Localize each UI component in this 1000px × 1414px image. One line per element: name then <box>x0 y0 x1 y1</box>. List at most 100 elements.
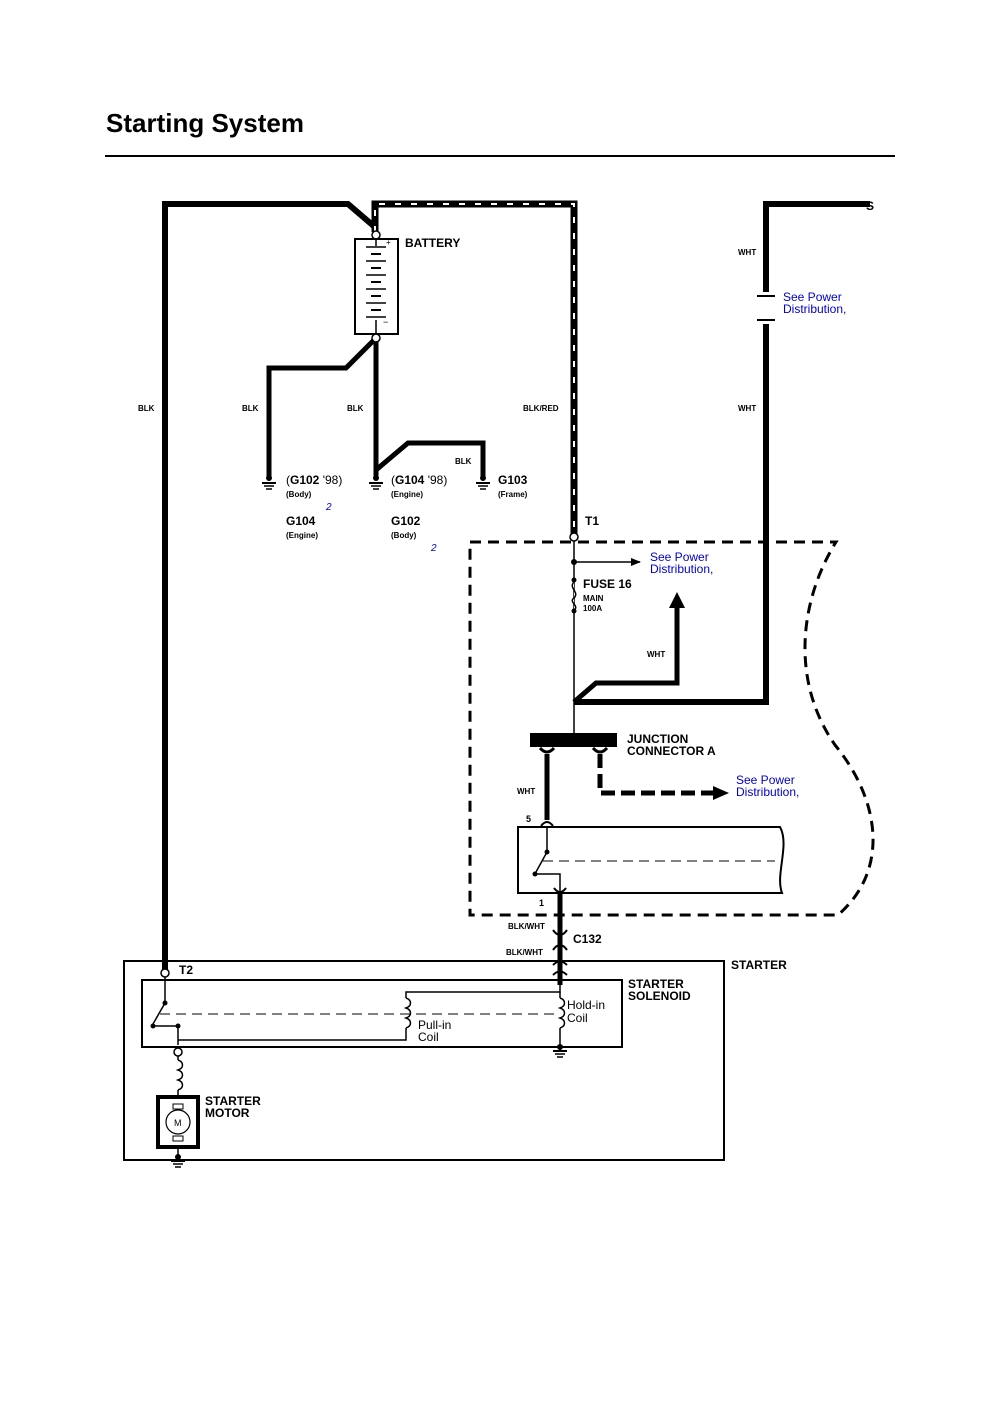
terminal-t1-label: T1 <box>585 514 599 528</box>
ground-g102-symbol <box>262 475 276 490</box>
c132-pin-bottom <box>552 944 568 951</box>
ground-sub-label: (Body) <box>391 531 417 540</box>
solenoid-contact-blade <box>152 1002 166 1025</box>
link-see-power-distribution[interactable]: See Power <box>736 773 795 787</box>
ref-mark: 2 <box>430 543 437 554</box>
wire-label: WHT <box>738 248 756 257</box>
solenoid-label: SOLENOID <box>628 989 691 1003</box>
wire-label: BLK <box>138 404 155 413</box>
ground-sub-label: (Frame) <box>498 490 528 499</box>
ground-g103-symbol <box>476 475 490 490</box>
battery-cells <box>366 239 386 334</box>
wire-blk-g103 <box>374 440 486 478</box>
terminal-t2-node <box>160 968 170 978</box>
wire-junction-right <box>597 754 716 796</box>
pull-in-coil <box>403 997 412 1029</box>
link-see-power-distribution[interactable]: See Power <box>783 290 842 304</box>
junction-pin-right <box>591 746 609 754</box>
solenoid-wire <box>178 1028 407 1041</box>
link-see-power-distribution[interactable]: See Power <box>650 550 709 564</box>
cut-mark: S <box>866 199 874 213</box>
battery-minus-sign: − <box>383 317 388 327</box>
ground-label-g104: G104 <box>286 514 316 528</box>
wire-blk-left <box>162 201 378 972</box>
motor-symbol: M <box>174 1118 182 1128</box>
wire-label: WHT <box>738 404 756 413</box>
battery-plus-terminal <box>371 230 381 240</box>
solenoid-label: STARTER <box>628 977 684 991</box>
fuse-node-bottom <box>571 608 577 614</box>
junction-pin-left <box>538 746 556 754</box>
ground-sub-label: (Engine) <box>391 490 423 499</box>
page-title: Starting System <box>106 108 304 138</box>
relay-pin-1 <box>553 887 567 893</box>
starter-motor-label: STARTER <box>205 1094 261 1108</box>
wire-wht-right <box>763 201 870 292</box>
battery-plus-sign: + <box>386 238 391 247</box>
ground-g104-symbol <box>369 475 383 490</box>
starter-label: STARTER <box>731 958 787 972</box>
ref-mark: 2 <box>325 502 332 513</box>
solenoid-outline <box>141 979 623 1048</box>
arrow-right-junction <box>713 786 729 800</box>
motor-brush <box>172 1135 184 1142</box>
terminal-t1-node <box>569 532 579 542</box>
pin-5-label: 5 <box>526 814 531 824</box>
starter-outline <box>123 960 725 1161</box>
junction-label: CONNECTOR A <box>627 744 716 758</box>
connector-c132-label: C132 <box>573 932 602 946</box>
wire-blk-g102 <box>266 336 378 478</box>
wire-label: BLK/RED <box>523 404 559 413</box>
relay-switch-blade <box>535 851 548 873</box>
motor-field-coil <box>175 1059 184 1091</box>
motor-node <box>173 1047 183 1057</box>
wire-label: WHT <box>517 787 535 796</box>
wire-label: BLK/WHT <box>508 922 545 931</box>
battery-minus-terminal <box>371 333 381 343</box>
c132-pin-top <box>552 929 568 936</box>
wire-blk-red <box>371 200 578 536</box>
fuse-rating: MAIN <box>583 594 604 603</box>
pull-in-coil-label: Coil <box>418 1030 439 1044</box>
battery-label: BATTERY <box>405 236 460 250</box>
wire-label: BLK <box>455 457 472 466</box>
solenoid-wire <box>405 985 561 998</box>
relay-pin-5 <box>540 821 554 827</box>
motor-armature <box>165 1109 191 1135</box>
ground-sub-label: (Body) <box>286 490 312 499</box>
hold-in-coil <box>557 997 566 1029</box>
ground-symbol <box>553 1047 567 1058</box>
ground-label-g104-98: (G104 '98) <box>391 473 447 487</box>
hold-in-coil-label: Hold-in <box>567 998 605 1012</box>
link-see-power-distribution[interactable]: Distribution, <box>783 302 846 316</box>
fuse-name: FUSE 16 <box>583 577 632 591</box>
arrow-up <box>669 592 685 608</box>
link-see-power-distribution[interactable]: Distribution, <box>650 562 713 576</box>
link-see-power-distribution[interactable]: Distribution, <box>736 785 799 799</box>
pin-1-label: 1 <box>539 898 544 908</box>
terminal-t2-label: T2 <box>179 963 193 977</box>
relay-wire <box>535 873 561 895</box>
relay-module <box>517 826 785 894</box>
wire-label: WHT <box>647 650 665 659</box>
wire-wht-fuse <box>572 604 680 704</box>
junction-label: JUNCTION <box>627 732 688 746</box>
pull-in-coil-label: Pull-in <box>418 1018 451 1032</box>
junction-connector-a <box>530 733 617 747</box>
motor-brush <box>172 1103 184 1110</box>
solenoid-pin <box>552 970 568 976</box>
hold-in-coil-label: Coil <box>567 1011 588 1025</box>
ground-label-g103: G103 <box>498 473 528 487</box>
ground-symbol <box>171 1157 185 1168</box>
ground-label-g102-98: (G102 '98) <box>286 473 342 487</box>
starter-motor-label: MOTOR <box>205 1106 250 1120</box>
title-rule <box>105 155 895 157</box>
ground-sub-label: (Engine) <box>286 531 318 540</box>
fuse-node-top <box>571 577 577 583</box>
solenoid-wire <box>153 1025 179 1045</box>
fuse-rating: 100A <box>583 604 602 613</box>
wire-label: BLK/WHT <box>506 948 543 957</box>
fuse-box-outline <box>468 540 875 917</box>
wire-label: BLK <box>347 404 364 413</box>
